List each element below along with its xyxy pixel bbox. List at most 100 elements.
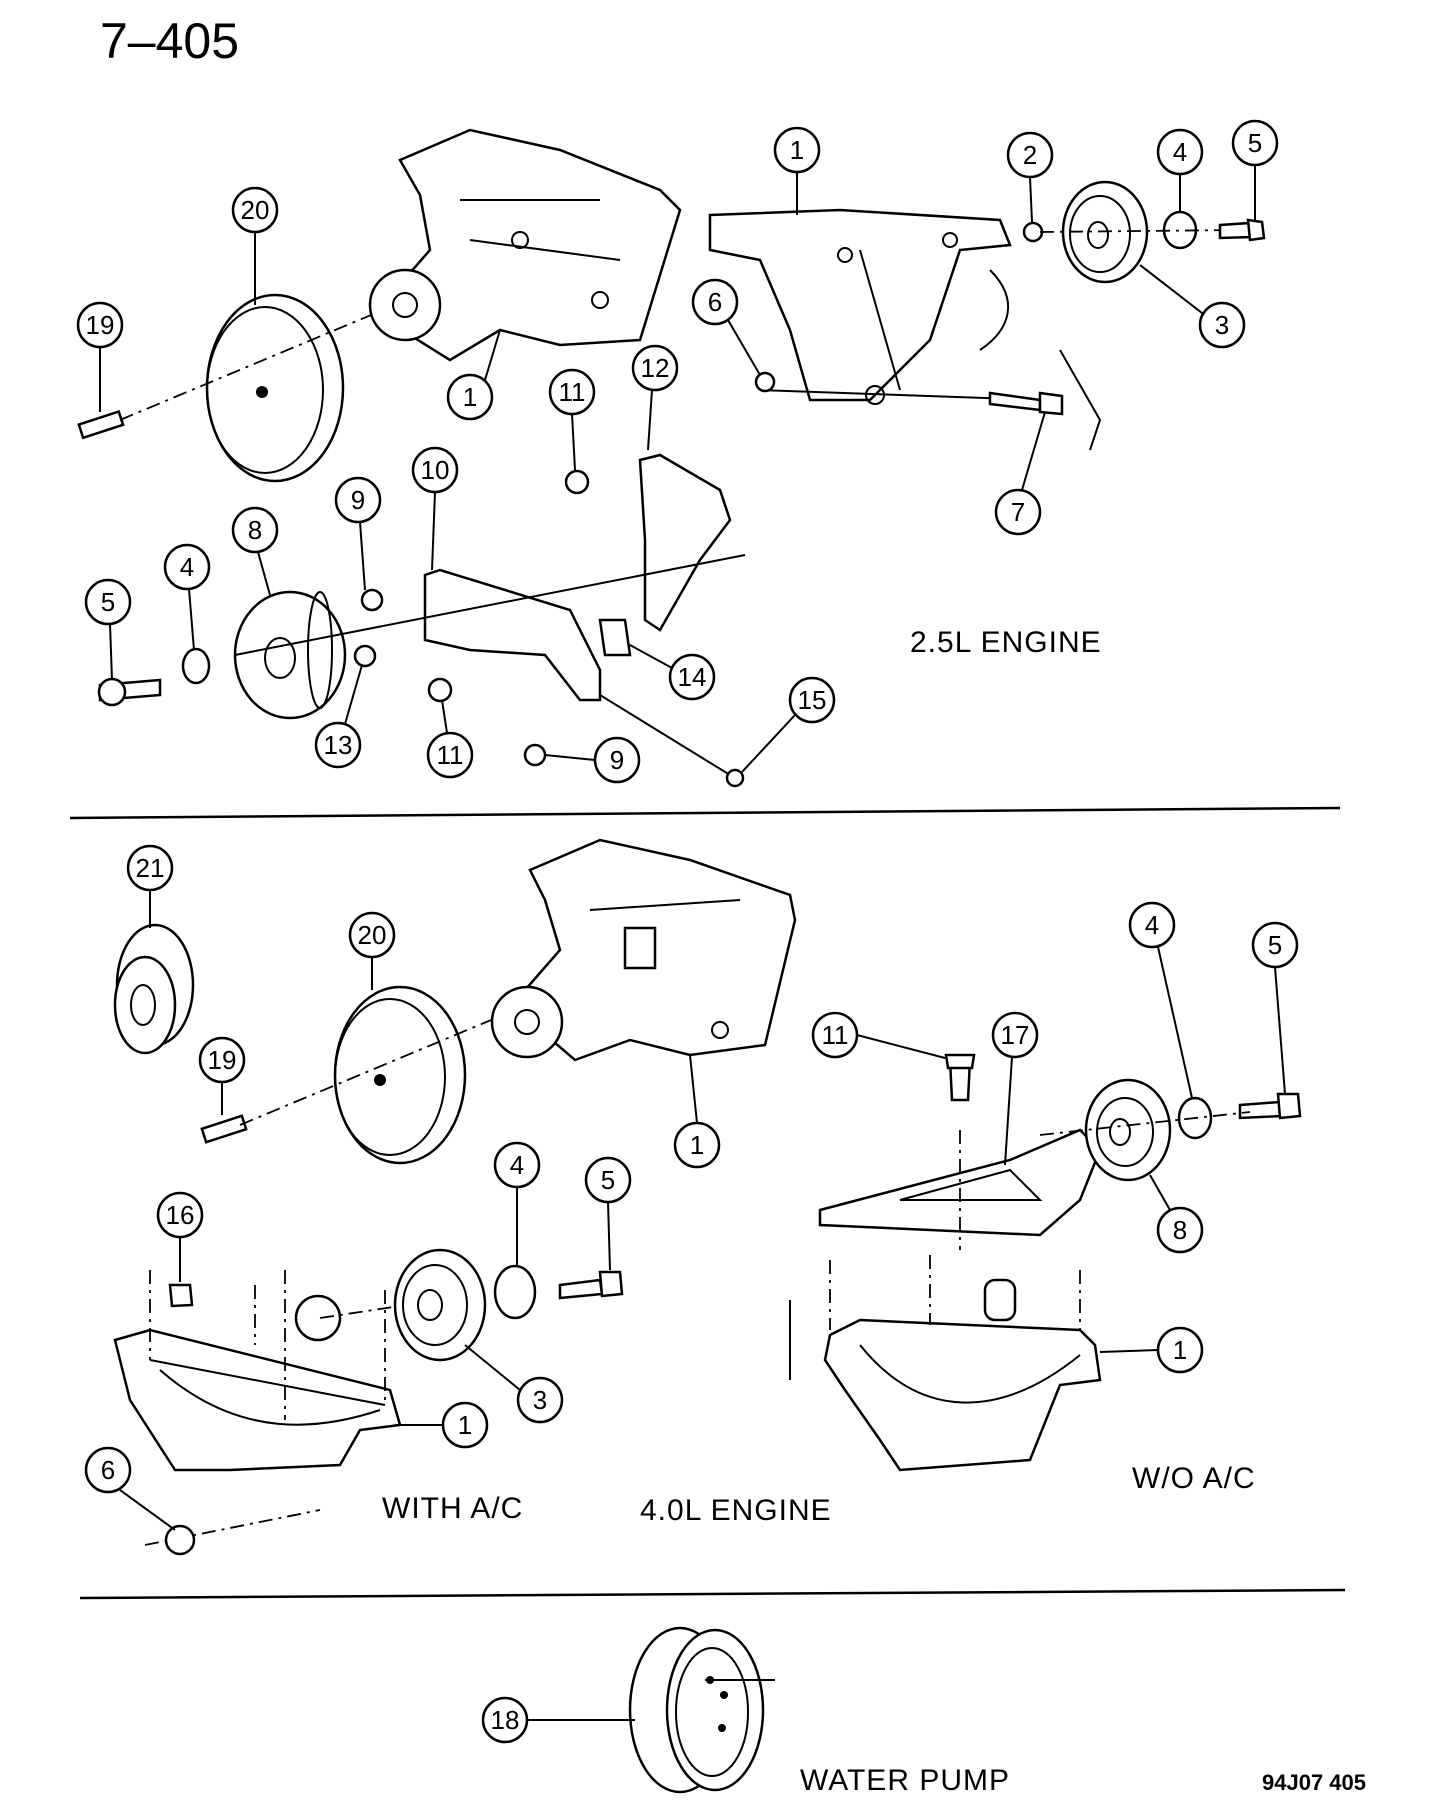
callout-s40-4b: 4 [1128,901,1193,1099]
long-bolt-illustration [754,371,1064,416]
section-2-5l-engine: 20 19 1 1 2 4 5 3 6 7 11 12 10 9 8 4 5 1… [76,119,1279,788]
svg-text:20: 20 [358,920,387,950]
callout-s25-20: 20 [231,186,279,305]
callout-s40-1b: 1 [395,1401,489,1449]
svg-text:1: 1 [463,382,477,412]
svg-text:19: 19 [86,310,115,340]
reference-code: 94J07 405 [1262,1770,1366,1795]
callout-s25-4a: 4 [1156,128,1204,212]
callout-s25-2: 2 [1006,131,1054,223]
callout-s25-11b: 11 [426,699,474,779]
water-pump-label: WATER PUMP [800,1764,1010,1797]
svg-text:15: 15 [798,685,827,715]
callout-s40-21: 21 [126,844,174,928]
callout-s25-9b: 9 [544,736,641,784]
svg-text:20: 20 [241,195,270,225]
svg-text:18: 18 [491,1705,520,1735]
callout-s40-3: 3 [464,1344,564,1424]
svg-text:3: 3 [1215,310,1229,340]
callout-s40-8: 8 [1149,1174,1204,1254]
callout-s25-10: 10 [411,446,459,571]
svg-text:4: 4 [510,1150,524,1180]
ac-bracket-illustration [113,1270,441,1556]
callout-s25-14: 14 [629,644,716,701]
svg-text:11: 11 [437,740,464,770]
svg-text:16: 16 [166,1200,195,1230]
callout-s25-5b: 5 [84,578,132,681]
svg-text:6: 6 [708,287,722,317]
idler-pulley-21-illustration [113,923,195,1055]
callout-s40-16: 16 [156,1191,204,1282]
mounting-bracket-illustration [490,838,797,1062]
svg-text:12: 12 [641,353,670,383]
callout-s25-15: 15 [741,676,836,773]
water-pump-pulley-illustration [205,293,345,483]
callout-s25-3: 3 [1139,264,1246,349]
ac-pulley-illustration [393,1248,624,1362]
svg-text:4: 4 [1173,137,1187,167]
callout-s25-11a: 11 [548,368,596,471]
svg-text:14: 14 [678,662,707,692]
svg-text:5: 5 [1268,930,1282,960]
water-pump-pulley-illustration [200,985,516,1165]
callout-s25-8: 8 [231,506,279,596]
idler-pulley-illustration [1022,180,1266,284]
engine-2-5l-label: 2.5L ENGINE [910,626,1102,659]
without-ac-label: W/O A/C [1132,1462,1256,1495]
bracket-without-ac-illustration [789,1255,1102,1472]
svg-text:1: 1 [690,1130,704,1160]
callout-s40-19: 19 [198,1036,246,1115]
callout-s40-1a: 1 [673,1054,721,1169]
svg-text:8: 8 [1173,1215,1187,1245]
callout-s40-11: 11 [811,1011,946,1059]
section-water-pump: 18 WATER PUMP [481,1626,1010,1797]
svg-text:6: 6 [101,1455,115,1485]
svg-text:17: 17 [1001,1020,1030,1050]
svg-text:5: 5 [1248,128,1262,158]
stud-illustration [77,304,396,440]
svg-text:21: 21 [136,853,165,883]
svg-text:5: 5 [101,587,115,617]
engine-4-0l-label: 4.0L ENGINE [640,1494,832,1527]
svg-text:13: 13 [324,730,353,760]
svg-text:4: 4 [180,552,194,582]
callout-s40-4a: 4 [493,1141,541,1266]
svg-text:9: 9 [351,485,365,515]
section-4-0l-engine: 21 20 19 1 4 5 16 3 1 6 11 17 4 5 8 1 WI… [84,838,1302,1556]
svg-text:3: 3 [533,1385,547,1415]
callout-s25-12: 12 [631,344,679,451]
svg-text:11: 11 [559,377,586,407]
water-pump-illustration [628,1626,775,1794]
svg-text:19: 19 [208,1045,237,1075]
callout-wp-18: 18 [481,1696,635,1744]
svg-text:9: 9 [610,745,624,775]
callout-s25-9a: 9 [334,476,382,591]
svg-text:8: 8 [248,515,262,545]
svg-text:10: 10 [421,455,450,485]
callout-s25-4b: 4 [163,543,211,651]
page-number: 7–405 [100,13,239,69]
callout-s25-19: 19 [76,301,124,412]
callout-s25-5a: 5 [1231,119,1279,220]
callout-s40-1c: 1 [1099,1326,1204,1374]
mounting-bracket-illustration [368,128,682,362]
callout-s40-20: 20 [348,911,396,990]
callout-s25-1a: 1 [446,329,501,421]
lower-bracket-illustration [97,453,746,788]
svg-text:1: 1 [458,1410,472,1440]
svg-text:1: 1 [790,135,804,165]
callout-s25-6: 6 [691,278,761,376]
svg-text:1: 1 [1173,1335,1187,1365]
callout-s40-5b: 5 [1251,921,1299,1095]
callout-s40-5a: 5 [584,1156,632,1271]
svg-text:2: 2 [1023,140,1037,170]
section-divider [79,1588,1346,1600]
callout-s25-7: 7 [994,411,1046,536]
svg-text:7: 7 [1011,497,1025,527]
bracket-assembly-illustration [708,208,1102,451]
callout-s25-13: 13 [314,664,363,769]
svg-text:4: 4 [1145,910,1159,940]
callout-s25-1b: 1 [773,126,821,215]
callout-s40-6: 6 [84,1446,176,1531]
